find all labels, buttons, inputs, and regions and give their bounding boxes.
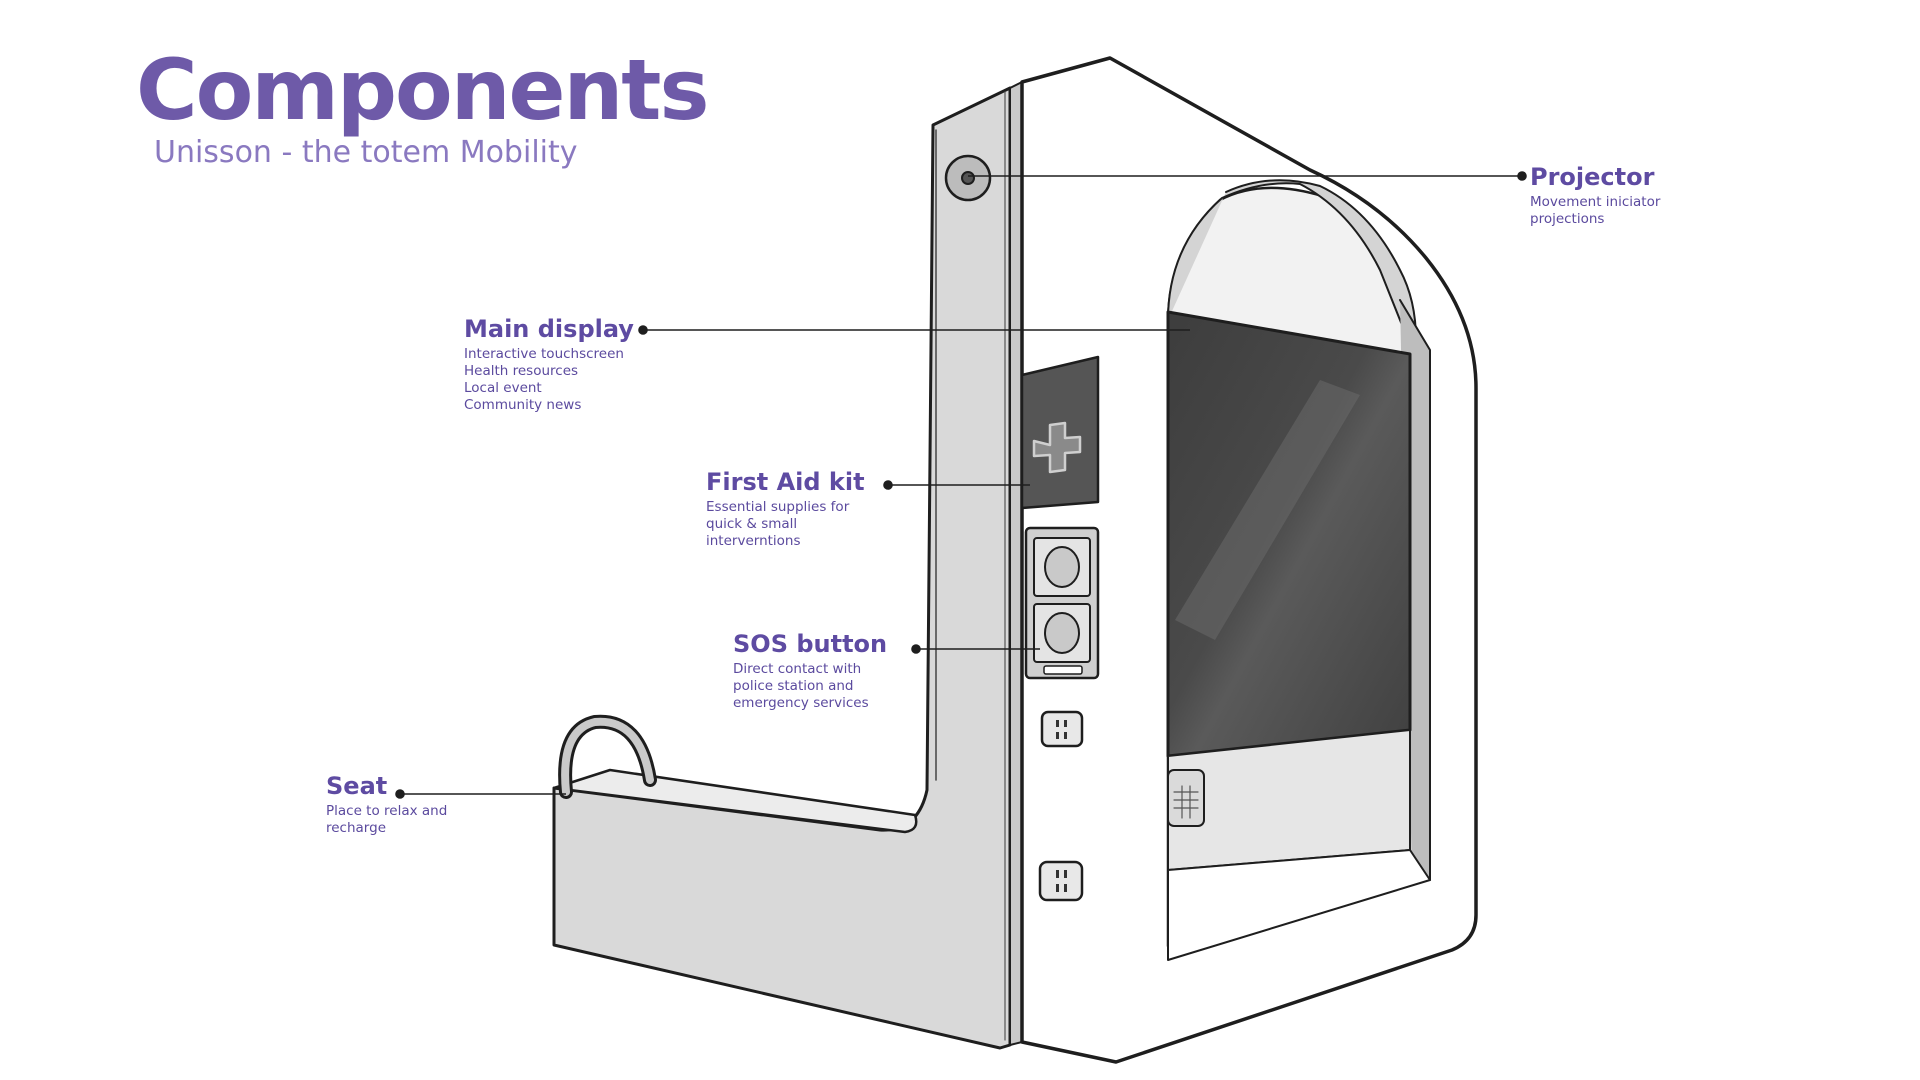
- callout-description: Place to relax and recharge: [326, 803, 447, 837]
- callout-first-aid-kit: First Aid kit Essential supplies for qui…: [706, 469, 865, 550]
- outlet-upper: [1040, 710, 1084, 748]
- callout-line: Local event: [464, 380, 542, 397]
- projector-lens-core: [961, 171, 975, 185]
- totem-front-face: [552, 86, 1012, 1050]
- callout-line: Community news: [464, 397, 582, 414]
- callout-heading: Projector: [1530, 163, 1655, 191]
- callout-line: projections: [1530, 211, 1605, 228]
- callout-seat: Seat Place to relax and recharge: [326, 773, 447, 837]
- callout-line: Direct contact with: [733, 661, 862, 678]
- sos-button-1: [1044, 546, 1080, 588]
- callout-sos-button: SOS button Direct contact with police st…: [733, 631, 887, 712]
- callout-line: Place to relax and: [326, 803, 448, 820]
- callout-description: Essential supplies for quick & small int…: [706, 499, 865, 550]
- screen-glare: [1175, 380, 1360, 640]
- callout-description: Movement iniciator projections: [1530, 194, 1660, 228]
- callout-line: Interactive touchscreen: [464, 346, 624, 363]
- arch-inner-wall: [1167, 179, 1417, 351]
- outlet-lower: [1038, 860, 1084, 902]
- page-title: Components: [136, 41, 709, 139]
- keypad: [1167, 769, 1205, 827]
- callout-line: quick & small: [706, 516, 798, 533]
- callout-heading: Seat: [326, 772, 388, 800]
- callout-description: Interactive touchscreen Health resources…: [464, 346, 634, 414]
- callout-line: Health resources: [464, 363, 579, 380]
- callout-line: recharge: [326, 820, 386, 837]
- main-display-screen: [1166, 310, 1412, 758]
- callout-heading: First Aid kit: [706, 468, 865, 496]
- callout-projector: Projector Movement iniciator projections: [1530, 164, 1660, 228]
- totem-body: [552, 56, 1478, 1064]
- leader-lines: [395, 171, 1527, 799]
- sos-button-2: [1044, 612, 1080, 654]
- page-subtitle: Unisson - the totem Mobility: [154, 135, 578, 170]
- sos-label-plate: [1043, 665, 1083, 675]
- callout-heading: Main display: [464, 315, 634, 343]
- first-aid-cross: [1032, 421, 1082, 474]
- callout-line: interverntions: [706, 533, 801, 550]
- ledge-lower: [1167, 849, 1431, 961]
- tower-edge-strip: [1009, 81, 1023, 1046]
- callout-line: police station and: [733, 678, 854, 695]
- callout-line: emergency services: [733, 695, 869, 712]
- callout-line: Movement iniciator: [1530, 194, 1661, 211]
- callout-heading: SOS button: [733, 630, 888, 658]
- seat-top: [552, 768, 918, 834]
- callout-description: Direct contact with police station and e…: [733, 661, 887, 712]
- callout-line: Essential supplies for: [706, 499, 850, 516]
- callout-main-display: Main display Interactive touchscreen Hea…: [464, 316, 634, 414]
